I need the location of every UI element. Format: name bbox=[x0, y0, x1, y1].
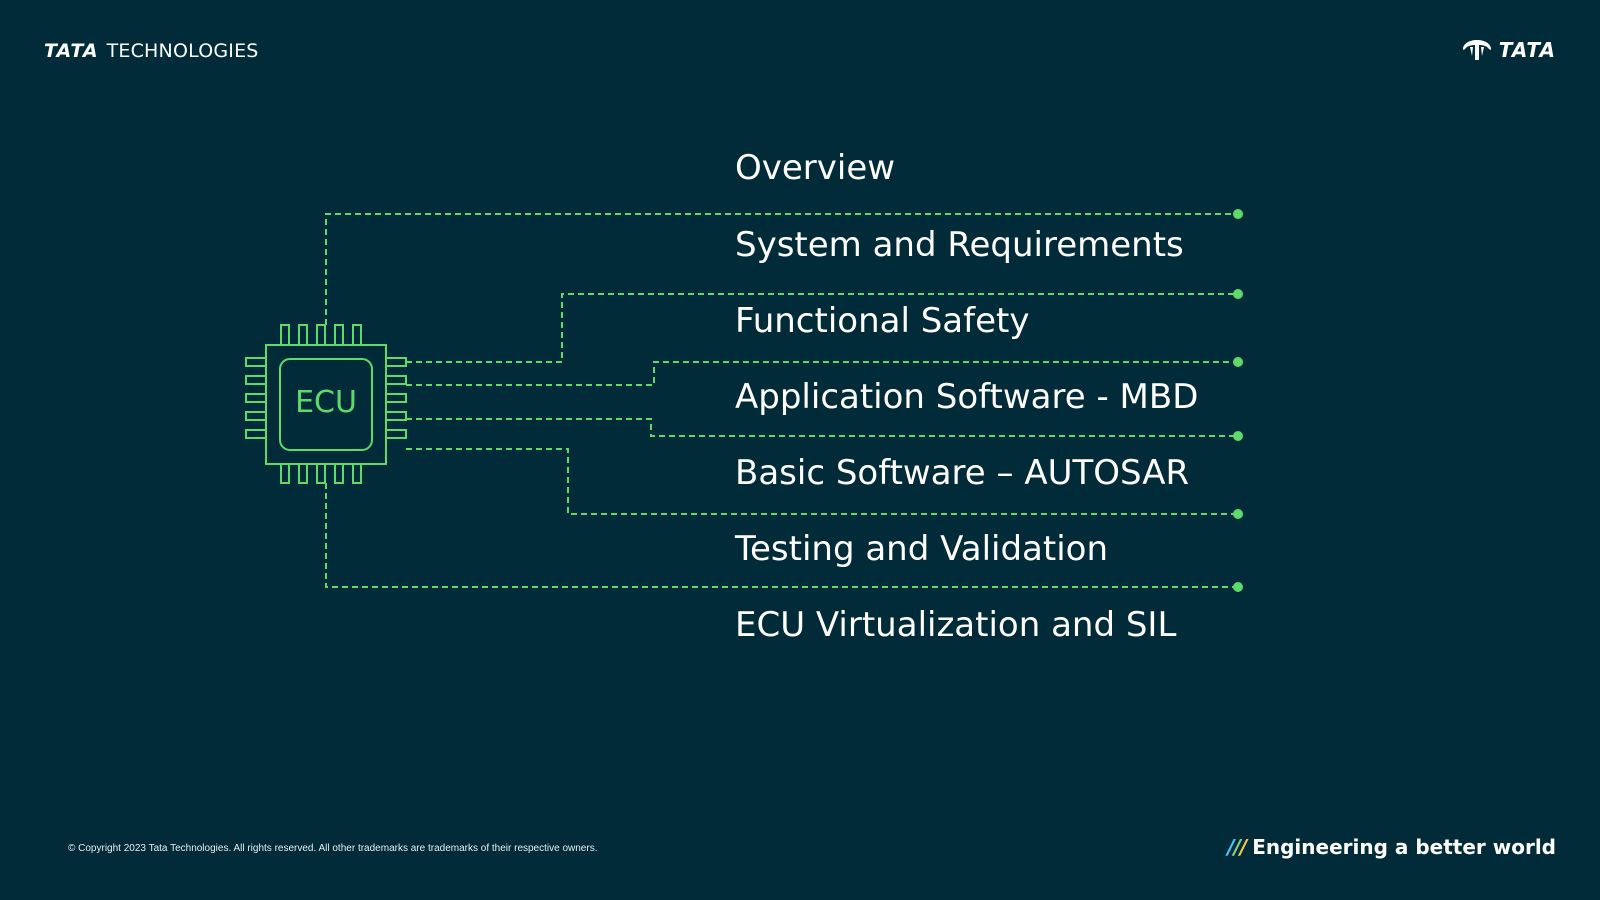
tata-emblem-icon bbox=[1462, 40, 1491, 60]
endpoint-dot bbox=[1233, 289, 1243, 299]
topic-system-requirements: System and Requirements bbox=[735, 225, 1184, 265]
topic-application-software: Application Software - MBD bbox=[735, 377, 1199, 417]
ecu-label: ECU bbox=[295, 385, 357, 420]
tata-logo-text: TATA bbox=[1498, 38, 1556, 62]
tagline: /// Engineering a better world bbox=[1227, 835, 1556, 859]
endpoint-dot bbox=[1233, 509, 1243, 519]
connector-line-2 bbox=[406, 293, 1238, 363]
endpoint-dot bbox=[1233, 431, 1243, 441]
connector-endpoints bbox=[1233, 209, 1243, 592]
connector-line-1 bbox=[325, 213, 1238, 325]
connector-lines bbox=[325, 213, 1238, 588]
ecu-chip-icon bbox=[245, 324, 407, 484]
topic-functional-safety: Functional Safety bbox=[735, 301, 1030, 341]
connector-line-3 bbox=[406, 361, 1238, 386]
endpoint-dot bbox=[1233, 209, 1243, 219]
tagline-text: Engineering a better world bbox=[1252, 835, 1556, 859]
topic-testing-validation: Testing and Validation bbox=[735, 529, 1109, 569]
brand-regular-text: TECHNOLOGIES bbox=[106, 40, 259, 62]
topic-ecu-virtualization: ECU Virtualization and SIL bbox=[735, 605, 1177, 645]
topic-basic-software: Basic Software – AUTOSAR bbox=[735, 453, 1190, 493]
endpoint-dot bbox=[1233, 582, 1243, 592]
brand-bold-text: TATA bbox=[44, 40, 99, 62]
connector-line-5 bbox=[406, 448, 1238, 515]
topic-overview: Overview bbox=[735, 148, 896, 188]
endpoint-dot bbox=[1233, 357, 1243, 367]
tata-logo: TATA bbox=[1461, 38, 1556, 62]
tagline-slashes-icon: /// bbox=[1227, 835, 1247, 859]
connector-line-4 bbox=[406, 418, 1238, 437]
copyright-notice: © Copyright 2023 Tata Technologies. All … bbox=[68, 843, 598, 854]
tata-technologies-logo: TATA TECHNOLOGIES bbox=[44, 40, 259, 62]
connector-line-6 bbox=[325, 483, 1238, 588]
